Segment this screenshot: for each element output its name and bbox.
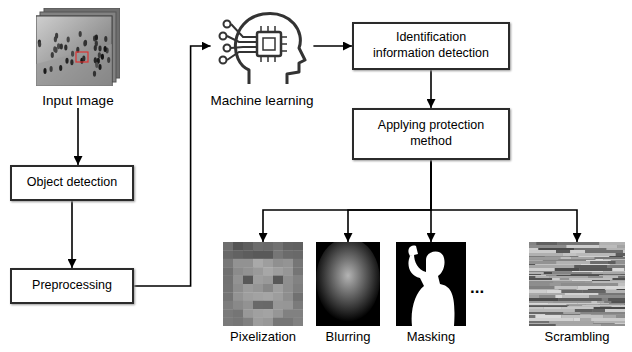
flow-arrow (348, 160, 431, 242)
box-label: Object detection (27, 175, 117, 191)
image-caption: Pixelization (223, 329, 303, 344)
image-figure: Masking (396, 242, 466, 344)
image-caption: Input Image (36, 93, 120, 108)
ellipsis-label: ... (470, 278, 484, 298)
process-box: Identification information detection (352, 22, 510, 70)
flow-arrow (313, 45, 352, 47)
flow-arrow (71, 201, 73, 268)
flow-arrow (134, 46, 211, 286)
image-caption: Masking (396, 329, 466, 344)
scramble-illustration (529, 242, 625, 326)
image-figure: Scrambling (529, 242, 625, 344)
process-box: Object detection (10, 165, 134, 201)
image-caption: Scrambling (529, 329, 625, 344)
image-figure: Blurring (316, 242, 380, 344)
input-illustration (36, 8, 120, 86)
image-figure: Input Image (36, 8, 120, 108)
pixel-illustration (223, 242, 303, 326)
flow-arrow (431, 160, 577, 242)
blur-illustration (316, 242, 380, 326)
image-figure: Machine learning (211, 6, 314, 108)
flow-arrow (430, 70, 432, 108)
box-label: Applying protection method (376, 118, 486, 149)
ml-illustration (215, 6, 309, 86)
box-label: Identification information detection (366, 30, 496, 61)
mask-illustration (396, 242, 466, 326)
flow-arrow (77, 108, 79, 165)
flow-arrow (263, 160, 431, 242)
image-figure: Pixelization (223, 242, 303, 344)
process-box: Applying protection method (352, 108, 510, 160)
image-caption: Blurring (316, 329, 380, 344)
process-box: Preprocessing (10, 268, 134, 304)
image-caption: Machine learning (211, 93, 314, 108)
box-label: Preprocessing (32, 278, 112, 294)
